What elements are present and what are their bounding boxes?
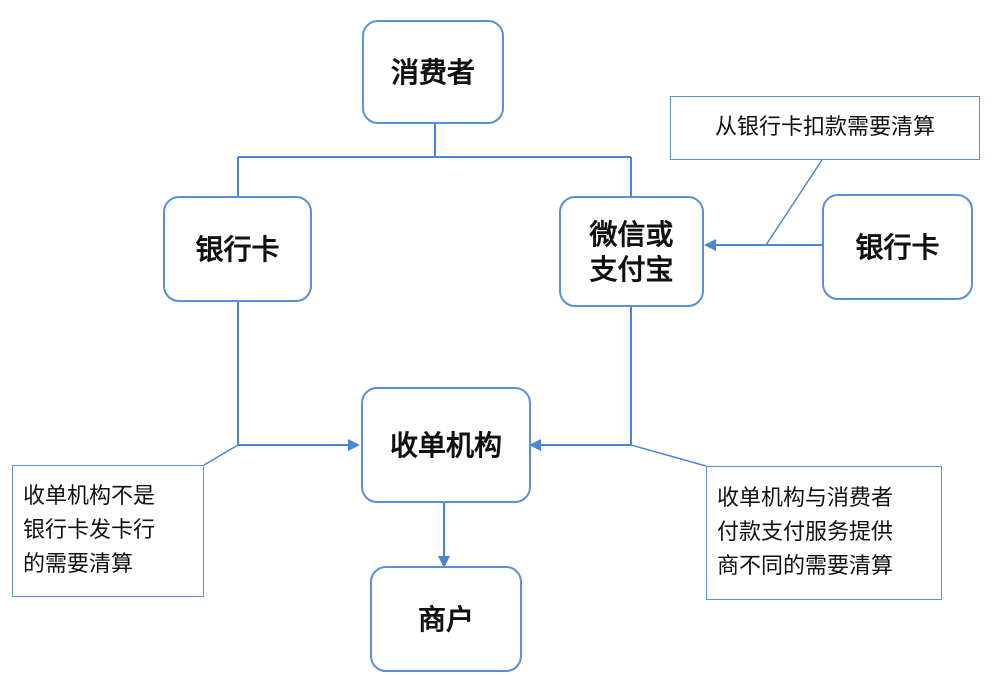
node-acquirer: 收单机构 (361, 387, 531, 503)
node-bank-card-left: 银行卡 (163, 196, 312, 302)
node-merchant: 商户 (370, 566, 522, 672)
node-consumer: 消费者 (362, 20, 504, 124)
note-acquirer-differs-from-provider: 收单机构与消费者 付款支付服务提供 商不同的需要清算 (706, 466, 942, 600)
callout-acquirer-differs (630, 444, 707, 467)
callout-deduct-from-card (765, 159, 823, 246)
node-bank-card-right: 银行卡 (822, 194, 973, 300)
note-deduct-from-card: 从银行卡扣款需要清算 (670, 96, 980, 160)
callout-acquirer-not-issuer (203, 444, 239, 466)
note-acquirer-not-issuer: 收单机构不是 银行卡发卡行 的需要清算 (12, 465, 204, 597)
node-wechat-alipay: 微信或 支付宝 (559, 196, 704, 307)
